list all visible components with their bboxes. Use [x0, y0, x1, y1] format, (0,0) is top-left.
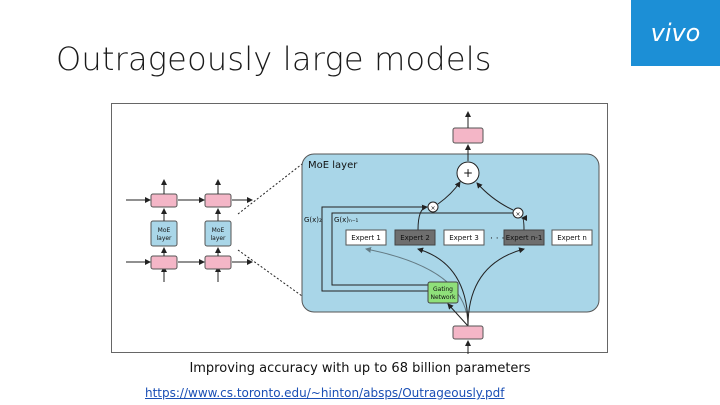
left-top-box-2 [204, 193, 232, 208]
left-stack-diagram: MoE layer MoE layer [126, 163, 303, 297]
expert-box-n [551, 229, 593, 246]
gating-network-box [427, 281, 459, 304]
expert-box-2 [394, 229, 436, 246]
gate-label-n1: G(x)ₙ₋₁ [334, 216, 359, 224]
sum-symbol: + [463, 166, 473, 180]
gate-label-2: G(x)₂ [304, 216, 322, 224]
left-bottom-box-1 [150, 255, 178, 270]
multiply-symbol-1: × [430, 205, 435, 212]
multiply-symbol-2: × [515, 211, 520, 218]
vivo-logo: vivo [631, 0, 720, 66]
expert-label-2: Expert 2 [400, 234, 430, 242]
moe-input-box [452, 325, 484, 340]
moe-output-box [452, 127, 484, 144]
expert-box-1 [345, 229, 387, 246]
moe-layer-title: MoE layer [308, 160, 358, 171]
left-moe-label-2b: layer [210, 235, 226, 242]
gating-label-2: Network [430, 294, 456, 301]
left-bottom-box-2 [204, 255, 232, 270]
moe-figure: MoE layer MoE layer MoE layer + [111, 103, 608, 354]
left-moe-label-2a: MoE [212, 227, 225, 234]
expert-label-3: Expert 3 [449, 234, 479, 242]
source-link[interactable]: https://www.cs.toronto.edu/~hinton/absps… [145, 386, 505, 400]
gating-label-1: Gating [433, 286, 453, 293]
expert-label-1: Expert 1 [351, 234, 381, 242]
left-moe-label-1a: MoE [158, 227, 171, 234]
multiply-node-1 [427, 201, 439, 213]
figure-caption: Improving accuracy with up to 68 billion… [189, 361, 531, 376]
left-moe-label-1b: layer [156, 235, 172, 242]
moe-diagram: MoE layer MoE layer MoE layer + [126, 111, 600, 354]
slide-title: Outrageously large models [56, 40, 492, 78]
expert-label-n1: Expert n-1 [506, 234, 543, 242]
expert-box-n1 [503, 229, 545, 246]
expert-box-3 [443, 229, 485, 246]
sum-node [456, 161, 480, 185]
expert-ellipsis: · · · [490, 234, 504, 244]
expert-label-n: Expert n [557, 234, 587, 242]
experts-row: Expert 1 Expert 2 Expert 3 · · · Expert … [345, 229, 593, 246]
left-top-box-1 [150, 193, 178, 208]
